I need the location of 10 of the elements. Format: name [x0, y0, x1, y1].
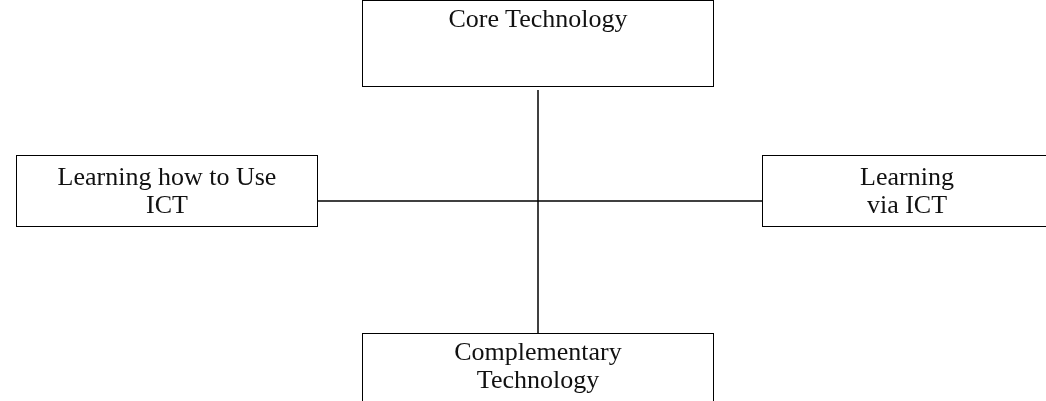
- box-label: Complementary Technology: [453, 338, 623, 394]
- concept-box: [362, 333, 714, 401]
- box-label: Core Technology: [447, 5, 629, 33]
- connector-line: [317, 200, 763, 202]
- concept-box: [362, 0, 714, 87]
- box-label: Learning via ICT: [859, 163, 955, 219]
- concept-box: [16, 155, 318, 227]
- box-label: Learning how to Use ICT: [56, 163, 278, 219]
- connector-line: [537, 89, 539, 334]
- concept-box: [762, 155, 1046, 227]
